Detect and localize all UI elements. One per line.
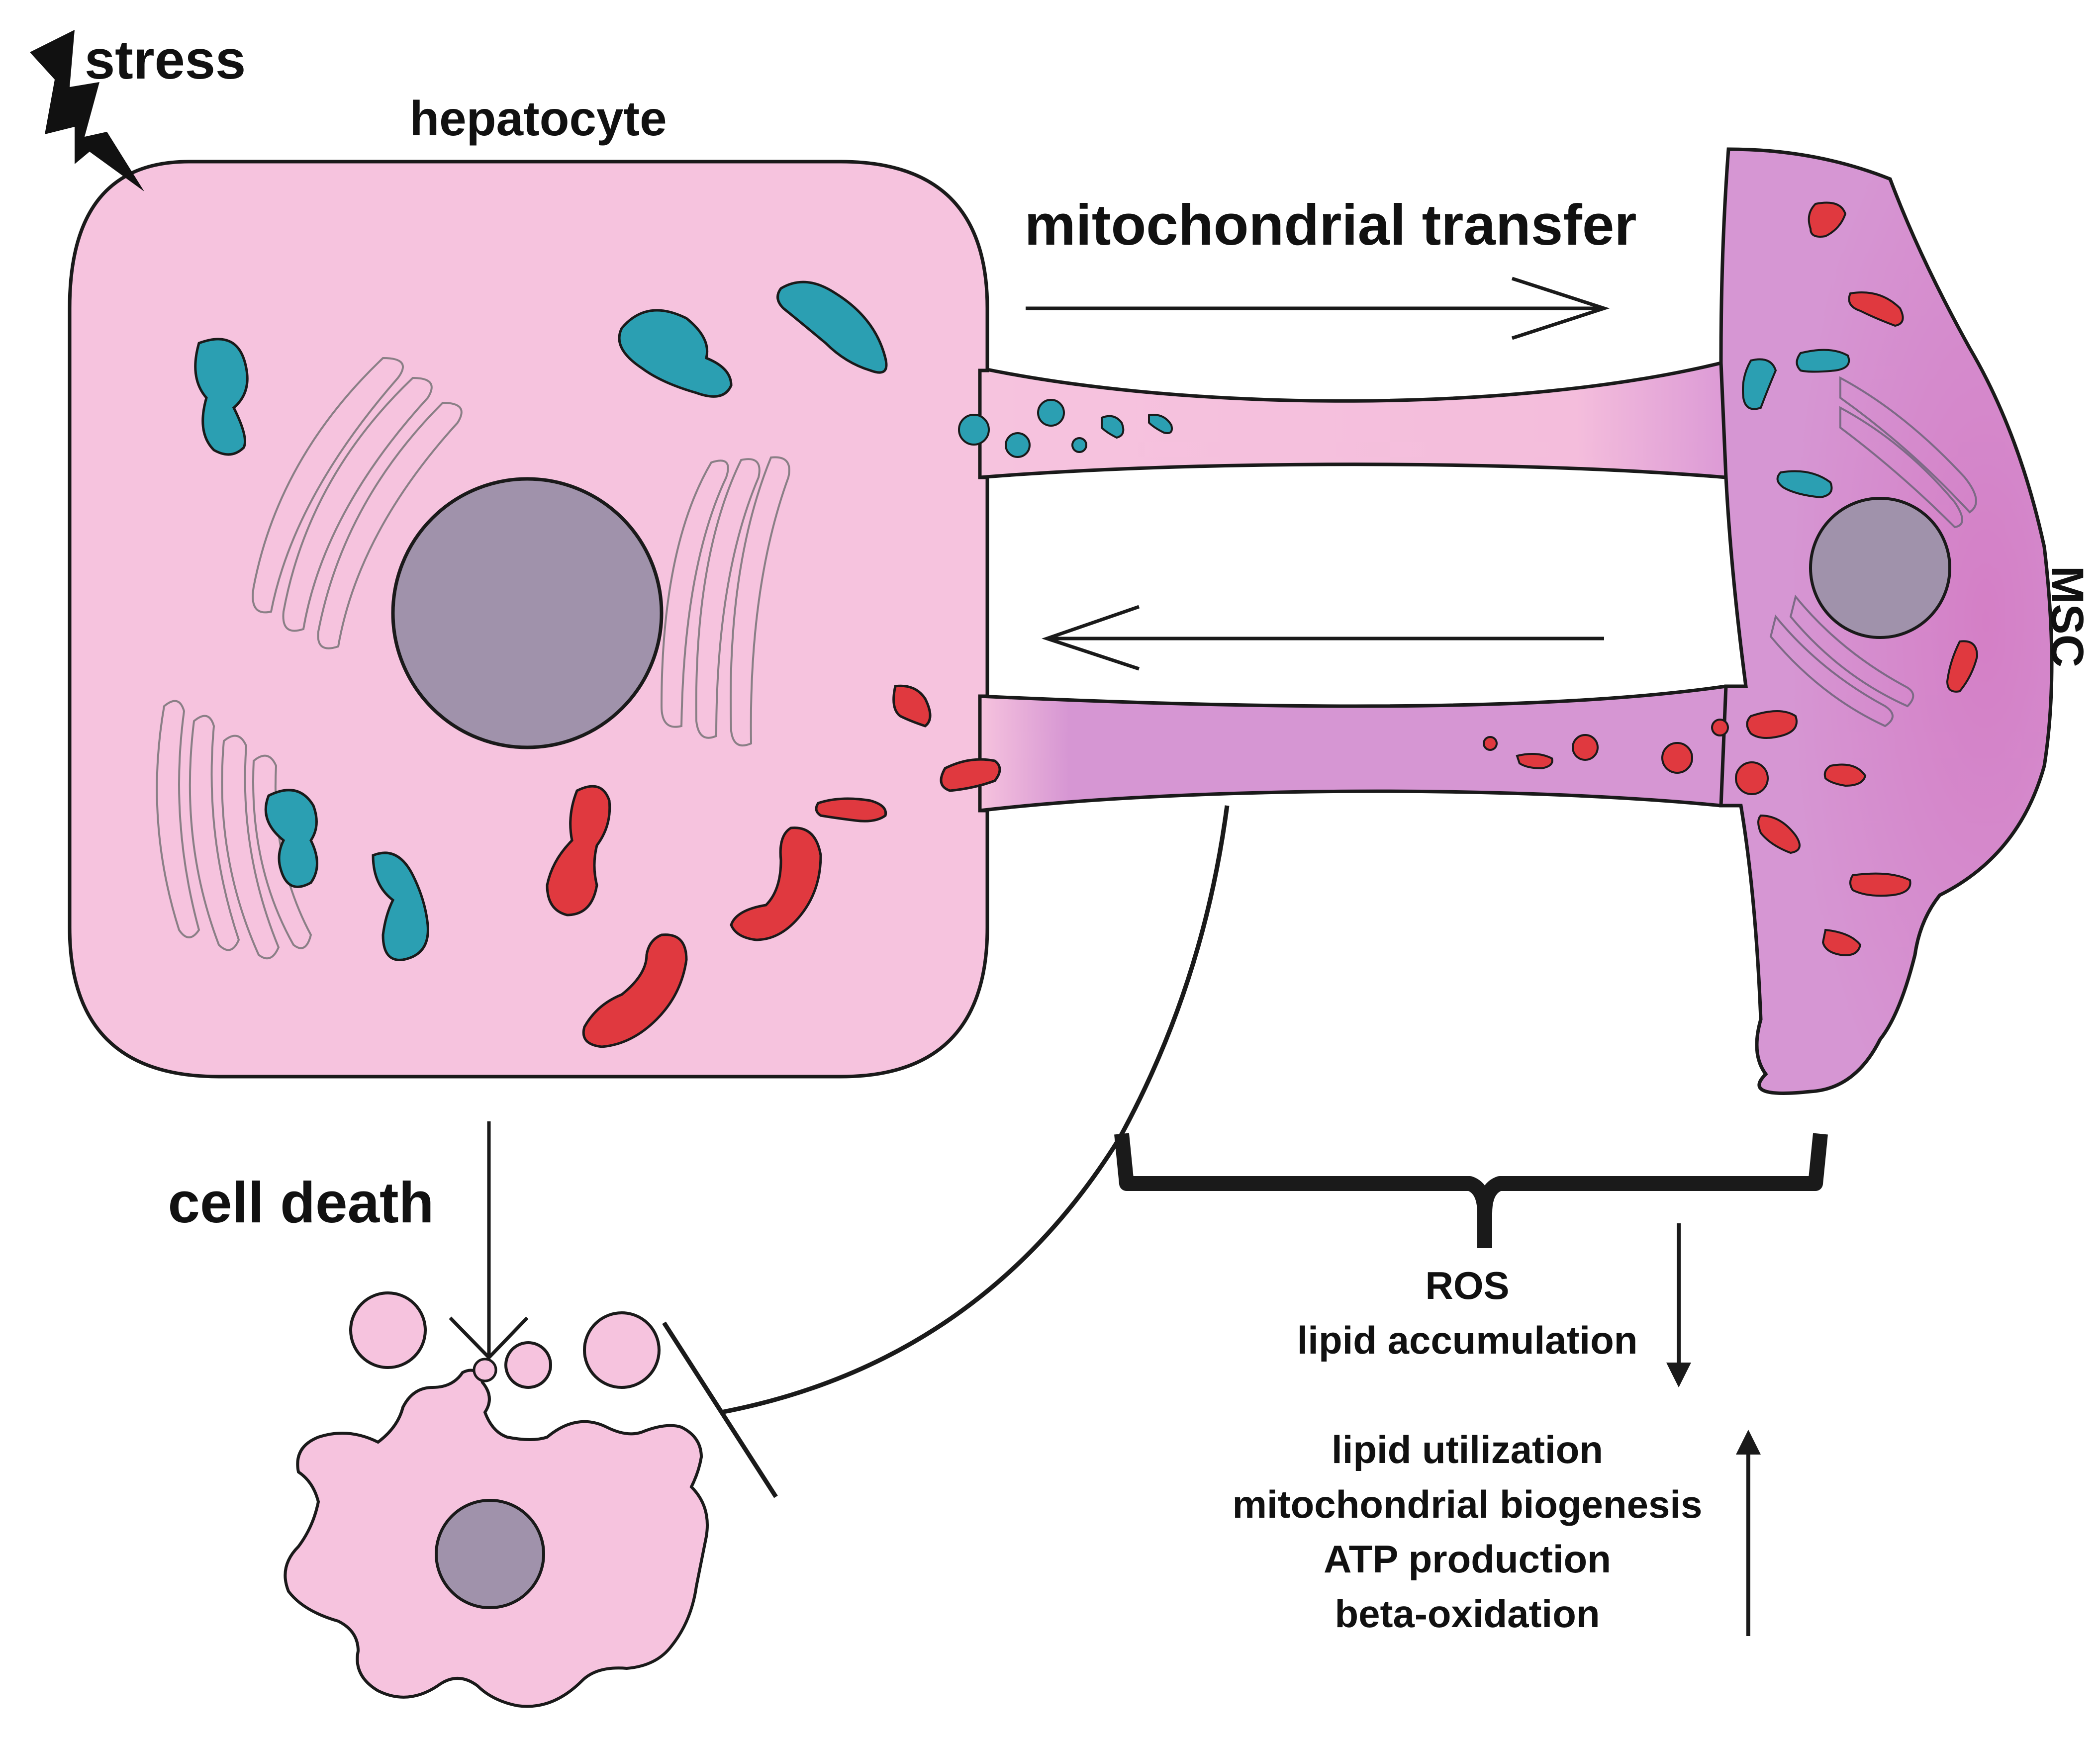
transfer-arrow-left <box>1042 605 1604 671</box>
lower-tunneling-tube <box>980 686 1726 811</box>
increase-effect-mitochondrial-biogenesis: mitochondrial biogenesis <box>1233 1482 1703 1526</box>
decrease-arrow <box>1666 1223 1691 1387</box>
transferred-mitochondria-teal <box>958 399 1173 458</box>
increase-effects-list: lipid utilization mitochondrial biogenes… <box>1233 1428 1703 1636</box>
msc-cell <box>1483 147 2054 1095</box>
cell-death-label: cell death <box>168 1170 434 1235</box>
hepatocyte-cell <box>68 160 1173 1079</box>
decrease-effect-ros: ROS <box>1425 1264 1509 1307</box>
hepatocyte-nucleus <box>391 477 664 749</box>
upper-tunneling-tube <box>980 363 1726 477</box>
mitochondrial-transfer-label: mitochondrial transfer <box>1024 192 1636 257</box>
stress-label: stress <box>85 29 246 91</box>
effects-bracket <box>1114 1133 1828 1248</box>
decrease-effect-lipid-accumulation: lipid accumulation <box>1297 1318 1638 1362</box>
apoptotic-cell <box>284 1291 709 1708</box>
damaged-mitochondria <box>546 684 1001 1048</box>
decrease-effects-list: ROS lipid accumulation <box>1297 1264 1638 1362</box>
healthy-mitochondria <box>194 280 888 961</box>
msc-nucleus <box>1809 497 1951 639</box>
increase-arrow <box>1736 1430 1761 1636</box>
msc-healthy-mitochondria <box>1742 349 1850 499</box>
msc-damaged-mitochondria <box>1746 201 1979 956</box>
cell-death-arrow <box>449 1121 529 1361</box>
inhibition-line <box>662 805 1230 1498</box>
msc-golgi <box>1769 376 1977 728</box>
golgi-apparatus <box>156 357 790 960</box>
hepatocyte-label: hepatocyte <box>409 91 667 146</box>
increase-effect-lipid-utilization: lipid utilization <box>1332 1428 1603 1471</box>
transferred-mitochondria-red <box>1483 719 1769 795</box>
stress-lightning-icon <box>30 30 144 191</box>
increase-effect-atp-production: ATP production <box>1324 1537 1611 1581</box>
transfer-arrow-right <box>1026 276 1610 340</box>
increase-effect-beta-oxidation: beta-oxidation <box>1335 1592 1600 1636</box>
msc-label: MSC <box>2042 566 2093 667</box>
